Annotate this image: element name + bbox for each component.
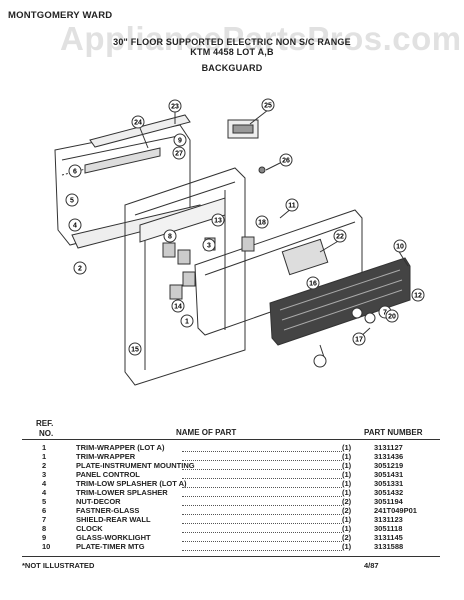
not-illustrated-note: *NOT ILLUSTRATED <box>22 561 95 570</box>
callout-number: 5 <box>70 198 74 205</box>
table-row: 1 TRIM-WRAPPER (LOT A) (1) 3131127 <box>42 443 403 452</box>
callout-number: 10 <box>396 244 404 251</box>
table-row: 4 TRIM-LOW SPLASHER (LOT A) (1) 3051331 <box>42 479 404 488</box>
callout-number: 3 <box>207 243 211 250</box>
callout-number: 9 <box>178 138 182 145</box>
callout-number: 4 <box>73 223 77 230</box>
header-rule <box>22 439 440 440</box>
callout-number: 14 <box>174 304 182 311</box>
watermark: AppliancePartsPros.com <box>60 20 462 57</box>
table-row: 3 PANEL CONTROL (1) 3051431 <box>42 470 404 479</box>
callout-number: 22 <box>336 234 344 241</box>
table-row: 1 TRIM-WRAPPER (1) 3131436 <box>42 452 404 461</box>
table-row: 6 FASTNER-GLASS (2) 241T049P01 <box>42 506 417 515</box>
callout-number: 1 <box>185 319 189 326</box>
table-row: 7 SHIELD-REAR WALL (1) 3131123 <box>42 515 403 524</box>
model-title: 30" FLOOR SUPPORTED ELECTRIC NON S/C RAN… <box>113 37 351 47</box>
table-row: 8 CLOCK (1) 3051118 <box>42 524 403 533</box>
name-header: NAME OF PART <box>176 428 237 437</box>
callout-number: 12 <box>414 293 422 300</box>
callout-number: 7 <box>383 310 387 317</box>
callout-number: 18 <box>258 220 266 227</box>
callout-number: 20 <box>388 314 396 321</box>
exploded-parts-diagram: 7 24 23 25 9 27 6 26 5 4 2 11 18 13 8 22 3 10 16 12 14 20 1 15 1… <box>54 98 425 386</box>
revision-date: 4/87 <box>364 561 379 570</box>
ref-header: REF. <box>36 419 54 428</box>
part-number-header: PART NUMBER <box>364 428 423 437</box>
table-row: 9 GLASS-WORKLIGHT (2) 3131145 <box>42 533 403 542</box>
table-row: 2 PLATE-INSTRUMENT MOUNTING (1) 3051219 <box>42 461 404 470</box>
section-title: BACKGUARD <box>201 63 263 73</box>
callout-number: 6 <box>73 169 77 176</box>
callout-number: 26 <box>282 158 290 165</box>
table-row: 5 NUT-DECOR (2) 3051194 <box>42 497 403 506</box>
callout-number: 13 <box>214 218 222 225</box>
no-header: NO. <box>39 429 54 438</box>
callout-number: 16 <box>309 281 317 288</box>
table-row: 4 TRIM-LOWER SPLASHER (1) 3051432 <box>42 488 404 497</box>
callout-number: 24 <box>134 120 142 127</box>
callout-number: 17 <box>355 337 363 344</box>
brand-name: MONTGOMERY WARD <box>8 10 113 21</box>
callout-number: 27 <box>175 151 183 158</box>
callout-number: 23 <box>171 104 179 111</box>
callout-number: 11 <box>288 203 296 210</box>
callout-number: 15 <box>131 347 139 354</box>
table-row: 10 PLATE-TIMER MTG (1) 3131588 <box>42 542 404 551</box>
footer-rule <box>22 556 440 557</box>
callout-number: 25 <box>264 103 272 110</box>
callout-number: 2 <box>78 266 82 273</box>
callout-number: 8 <box>168 234 172 241</box>
model-subtitle: KTM 4458 LOT A,B <box>190 47 274 57</box>
